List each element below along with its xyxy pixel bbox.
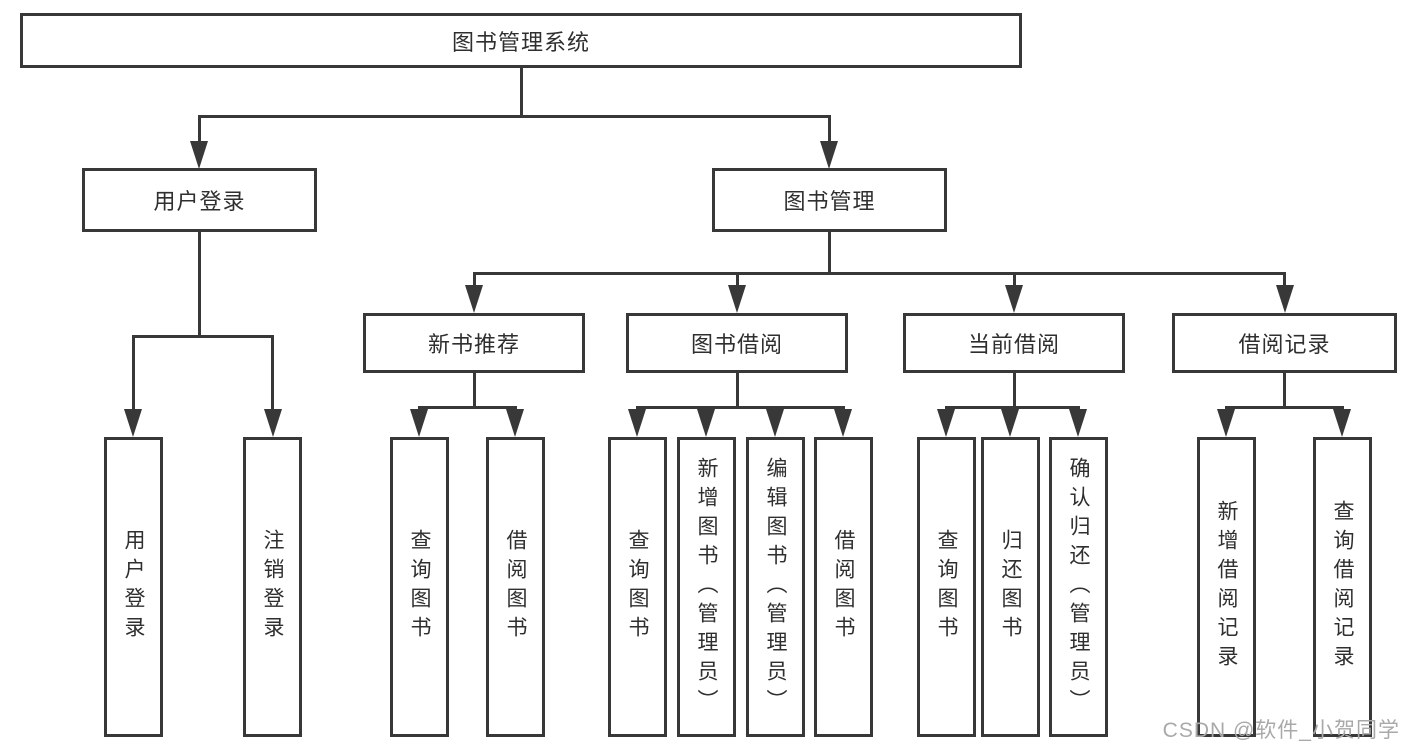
leaf-logout: 注销登录 bbox=[243, 437, 302, 737]
connector-login-drop bbox=[198, 115, 201, 145]
node-book-borrowing: 图书借阅 bbox=[626, 313, 848, 373]
connector-borrow-bar bbox=[636, 406, 845, 409]
connector-root-stem bbox=[520, 68, 523, 115]
connector-recommend-drop bbox=[473, 272, 476, 292]
node-current-borrowing: 当前借阅 bbox=[903, 313, 1125, 373]
node-borrow-records: 借阅记录 bbox=[1172, 313, 1397, 373]
node-library-management-system: 图书管理系统 bbox=[20, 13, 1022, 68]
leaf-recommend-query-books: 查询图书 bbox=[390, 437, 449, 737]
arrowhead-bor-query bbox=[628, 409, 646, 437]
connector-borrow-drop bbox=[736, 272, 739, 292]
leaf-add-books-admin: 新增图书（管理员） bbox=[677, 437, 736, 737]
arrowhead-recommend bbox=[465, 285, 483, 313]
arrowhead-borrow bbox=[728, 285, 746, 313]
arrowhead-bor-borrow bbox=[834, 409, 852, 437]
arrowhead-rec-borrow bbox=[506, 409, 524, 437]
leaf-add-borrow-record: 新增借阅记录 bbox=[1197, 437, 1256, 737]
node-new-book-recommend: 新书推荐 bbox=[363, 313, 585, 373]
connector-recommend-bar bbox=[418, 406, 517, 409]
csdn-watermark: CSDN @软件_小贺同学 bbox=[1162, 719, 1400, 742]
connector-records-stem bbox=[1283, 373, 1286, 406]
arrowhead-login-logout bbox=[264, 409, 282, 437]
connector-level3-bar bbox=[473, 272, 1286, 275]
connector-current-bar bbox=[945, 406, 1080, 409]
leaf-borrow-query-books: 查询图书 bbox=[608, 437, 667, 737]
leaf-query-borrow-record: 查询借阅记录 bbox=[1313, 437, 1372, 737]
arrowhead-bor-edit bbox=[766, 409, 784, 437]
connector-manage-drop bbox=[828, 115, 831, 145]
connector-login-stem bbox=[198, 232, 201, 335]
connector-recommend-stem bbox=[473, 373, 476, 406]
arrowhead-rec-query bbox=[410, 409, 428, 437]
connector-records-bar bbox=[1225, 406, 1344, 409]
leaf-user-login: 用户登录 bbox=[104, 437, 163, 737]
connector-current-stem bbox=[1013, 373, 1016, 406]
arrowhead-cur-query bbox=[937, 409, 955, 437]
arrowhead-manage bbox=[820, 141, 838, 169]
arrowhead-bor-add bbox=[697, 409, 715, 437]
node-user-login: 用户登录 bbox=[82, 168, 317, 232]
connector-borrow-stem bbox=[736, 373, 739, 406]
connector-records-drop bbox=[1283, 272, 1286, 292]
connector-manage-stem bbox=[828, 232, 831, 272]
leaf-borrow-books: 借阅图书 bbox=[814, 437, 873, 737]
leaf-return-books: 归还图书 bbox=[981, 437, 1040, 737]
leaf-confirm-return-admin: 确认归还（管理员） bbox=[1049, 437, 1108, 737]
connector-level2-bar bbox=[198, 115, 831, 118]
leaf-recommend-borrow-books: 借阅图书 bbox=[486, 437, 545, 737]
arrowhead-cur-return bbox=[1001, 409, 1019, 437]
arrowhead-login bbox=[190, 141, 208, 169]
arrowhead-cur-confirm bbox=[1069, 409, 1087, 437]
leaf-current-query-books: 查询图书 bbox=[917, 437, 976, 737]
connector-login-bar bbox=[132, 335, 274, 338]
leaf-edit-books-admin: 编辑图书（管理员） bbox=[746, 437, 805, 737]
arrowhead-login-user bbox=[124, 409, 142, 437]
arrowhead-current bbox=[1005, 285, 1023, 313]
node-book-management: 图书管理 bbox=[712, 168, 947, 232]
connector-current-drop bbox=[1013, 272, 1016, 292]
arrowhead-records bbox=[1276, 285, 1294, 313]
arrowhead-rec2-add bbox=[1217, 409, 1235, 437]
connector-login-logout-drop bbox=[271, 335, 274, 415]
arrowhead-rec2-query bbox=[1333, 409, 1351, 437]
connector-login-user-drop bbox=[132, 335, 135, 415]
